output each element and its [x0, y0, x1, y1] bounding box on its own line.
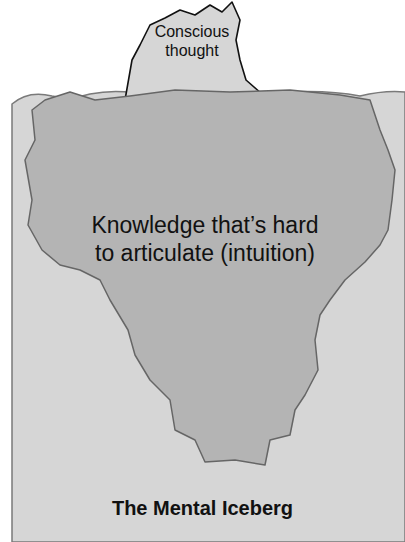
diagram-title: The Mental Iceberg [0, 497, 405, 520]
iceberg-body [25, 90, 395, 465]
body-label: Knowledge that’s hard to articulate (int… [80, 212, 330, 267]
tip-region: Conscious thought [146, 22, 238, 60]
iceberg-region: Knowledge that’s hard to articulate (int… [80, 212, 330, 267]
iceberg-tip [125, 2, 330, 100]
tip-label: Conscious thought [146, 22, 238, 60]
